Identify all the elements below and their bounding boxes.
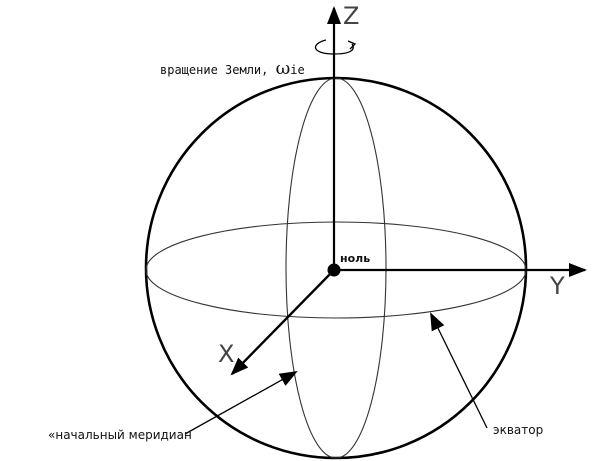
equator-label: экватор: [493, 423, 544, 437]
rotation-subscript: ie: [290, 63, 305, 77]
rotation-arrow-icon: [315, 39, 357, 55]
meridian-ellipse: [285, 77, 387, 459]
x-axis: [230, 269, 335, 376]
rotation-text: вращение Земли,: [160, 63, 269, 77]
rotation-label: вращение Земли, ωie: [160, 58, 305, 79]
origin-point: [327, 263, 341, 277]
prime-meridian-label: «начальный меридиан: [48, 428, 192, 442]
rotation-symbol: ω: [275, 58, 291, 79]
y-axis-label: Y: [550, 272, 565, 300]
x-axis-label: X: [218, 340, 235, 368]
equator-pointer: [430, 312, 488, 429]
prime-meridian-pointer: [184, 371, 298, 435]
origin-label: ноль: [340, 252, 371, 265]
z-axis-label: Z: [343, 2, 360, 30]
